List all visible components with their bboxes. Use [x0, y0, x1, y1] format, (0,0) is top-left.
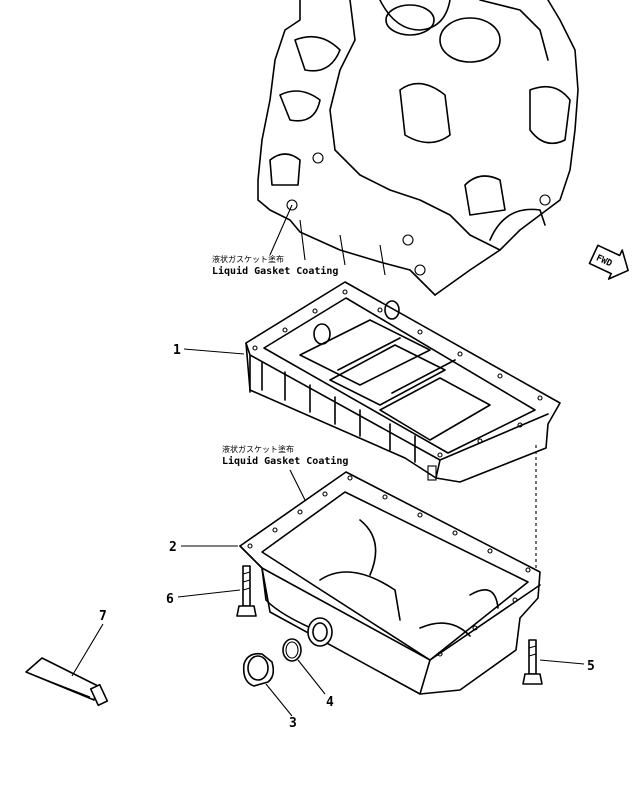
- callout-7: 7: [71, 609, 107, 677]
- callout-1: 1: [173, 343, 245, 358]
- callout-number: 7: [99, 609, 107, 624]
- note-en-text: Liquid Gasket Coating: [222, 455, 348, 467]
- callout-4: 4: [297, 659, 334, 710]
- callout-number: 6: [166, 592, 174, 607]
- note-jp-text: 液状ガスケット塗布: [222, 444, 294, 454]
- callout-number: 2: [169, 540, 177, 555]
- o-ring: [282, 638, 302, 662]
- oil-pan: [239, 471, 541, 695]
- note-en-text: Liquid Gasket Coating: [212, 265, 338, 277]
- callout-number: 3: [289, 716, 297, 731]
- callout-number: 1: [173, 343, 181, 358]
- bolt-left: [236, 445, 537, 617]
- leader-line: [289, 469, 306, 501]
- callout-6: 6: [166, 589, 241, 607]
- callout-3: 3: [265, 683, 297, 731]
- fwd-arrow: FWD: [588, 244, 629, 280]
- bolt-right: [522, 639, 543, 685]
- callout-5: 5: [539, 659, 595, 674]
- drain-plug: [242, 652, 275, 687]
- engine-block: [257, 0, 579, 296]
- oil-pan-spacer: [245, 281, 561, 483]
- liquid-gasket-tube: [25, 657, 109, 707]
- liquid-gasket-note-upper: 液状ガスケット塗布 Liquid Gasket Coating: [212, 204, 338, 277]
- liquid-gasket-note-lower: 液状ガスケット塗布 Liquid Gasket Coating: [222, 444, 348, 501]
- leader-line: [269, 204, 293, 256]
- note-jp-text: 液状ガスケット塗布: [212, 254, 284, 264]
- callout-number: 5: [587, 659, 595, 674]
- callout-number: 4: [326, 695, 334, 710]
- drain-boss: [307, 617, 333, 647]
- callout-2: 2: [169, 540, 238, 555]
